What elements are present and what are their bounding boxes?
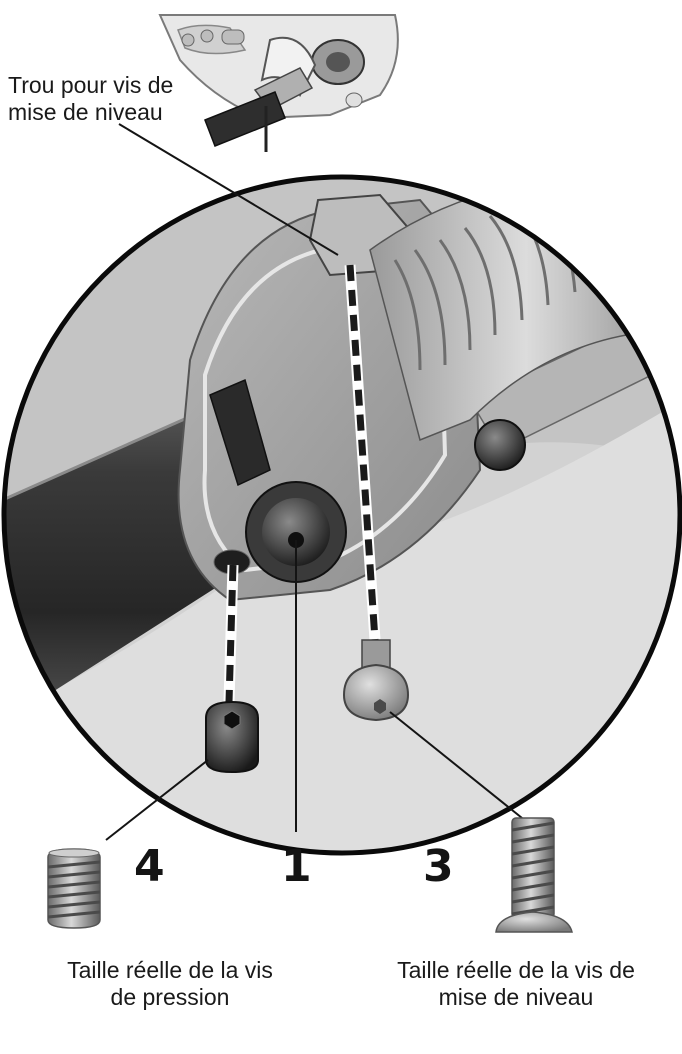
setscrew-caption-line1: Taille réelle de la vis [67,957,273,983]
leveling-screw-hole-label-line2: mise de niveau [8,99,163,125]
leveling-screw-hole-label: Trou pour vis de mise de niveau [8,72,173,126]
leveling-caption-line1: Taille réelle de la vis de [397,957,635,983]
setscrew [205,700,259,774]
guide-lines [223,264,381,703]
leveling-screw-actual-size-icon [495,817,573,933]
overview-machine [158,14,399,152]
leader-lines [105,123,523,841]
setscrew-actual-size-icon [47,848,101,929]
zoom-circle-outline [1,174,682,856]
setscrew-actual-size-caption: Taille réelle de la vis de pression [0,957,340,1011]
leveling-screw-hole-label-line1: Trou pour vis de [8,72,174,98]
part-number-3: 3 [423,841,454,892]
zoom-detail [4,177,680,853]
setscrew-caption-line2: de pression [110,984,230,1010]
part-number-1: 1 [281,841,312,892]
part-number-4: 4 [134,841,165,892]
leveling-screw-actual-size-caption: Taille réelle de la vis de mise de nivea… [350,957,682,1011]
leveling-caption-line2: mise de niveau [438,984,594,1010]
leveling-screw [342,639,410,722]
